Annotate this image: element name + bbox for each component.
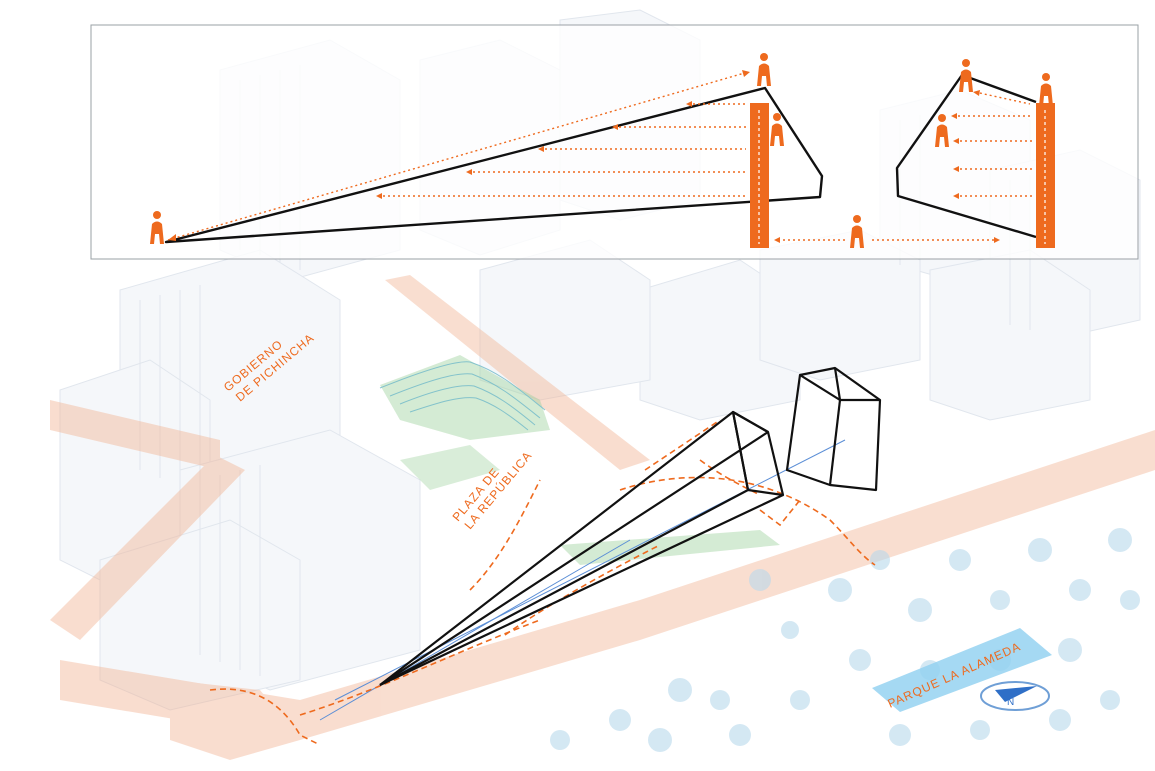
view-box-secondary xyxy=(787,368,880,490)
north-arrow-icon: N xyxy=(981,682,1049,710)
section-panel-frame xyxy=(91,25,1138,259)
roundabout-area xyxy=(170,680,300,760)
section-panel xyxy=(91,25,1138,259)
north-label: N xyxy=(1007,697,1014,708)
